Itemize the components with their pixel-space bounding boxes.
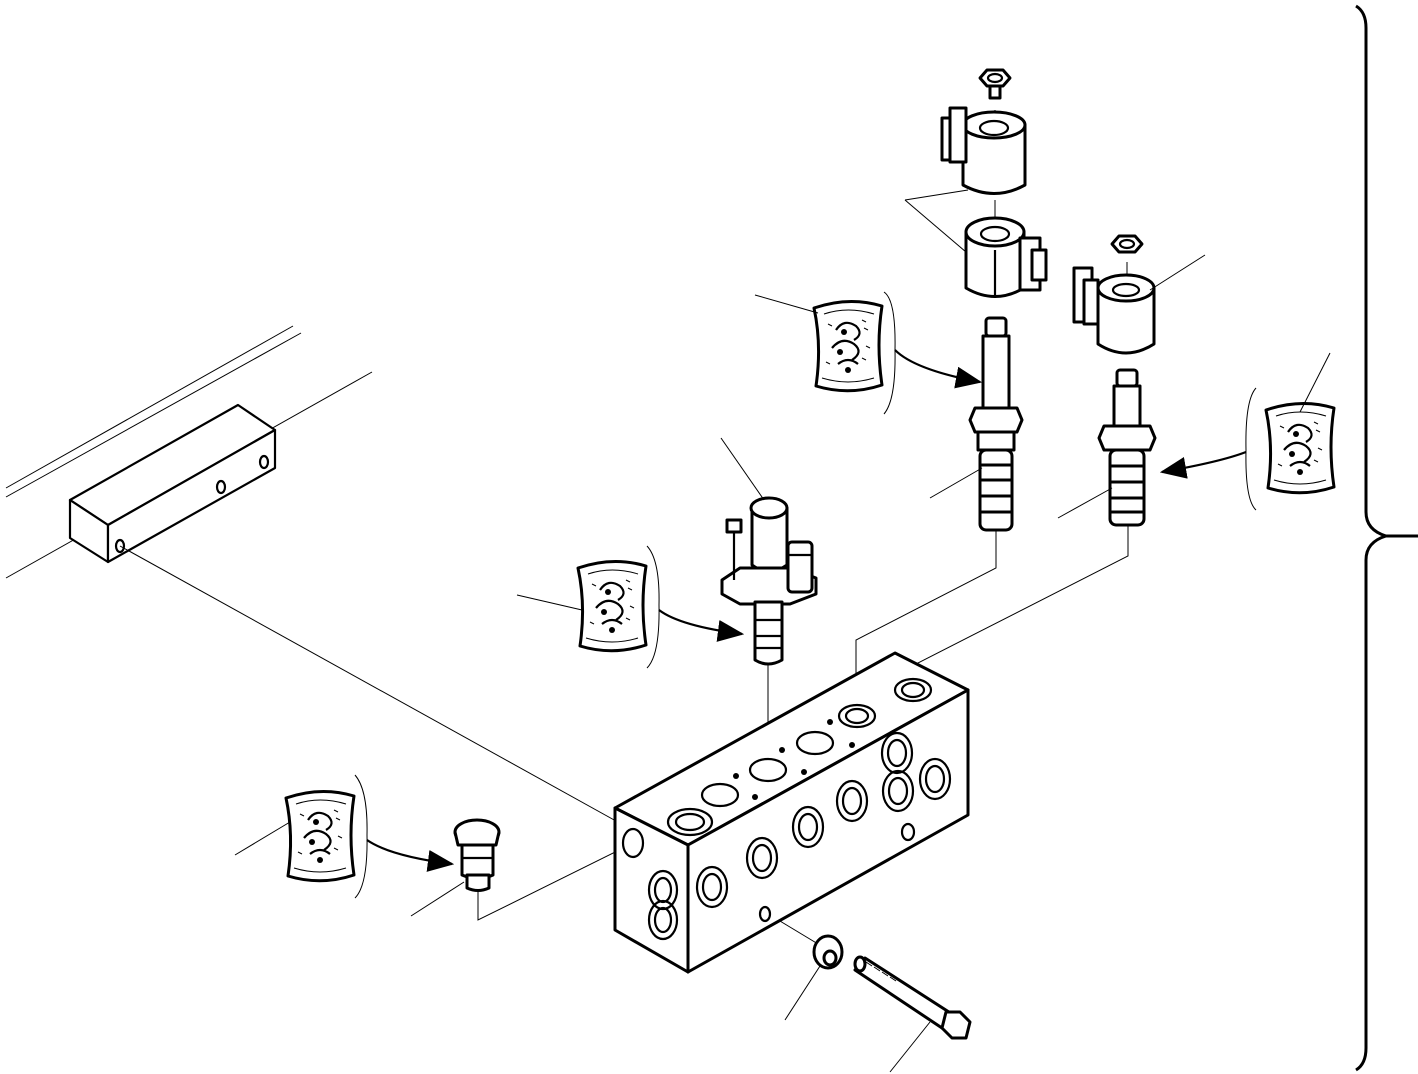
bolt — [853, 955, 972, 1040]
right-solenoid-coil — [1072, 234, 1206, 355]
twin-solenoid-coils — [904, 68, 1048, 298]
sealant-tube-center — [516, 545, 745, 669]
sealant-tube-right — [1159, 352, 1336, 511]
right-cartridge-valve — [1097, 368, 1157, 527]
side-ports — [621, 827, 679, 941]
center-solenoid-valve — [720, 437, 818, 666]
callout-leaders — [410, 467, 1113, 1073]
relief-plug — [453, 818, 501, 892]
front-ports — [695, 731, 952, 923]
top-ports — [666, 677, 933, 837]
group-brace — [1355, 4, 1418, 1072]
mounting-frame — [5, 325, 373, 579]
washer — [812, 934, 844, 970]
sealant-tube-left — [234, 774, 455, 899]
tall-cartridge-valve — [968, 316, 1024, 532]
valve-block — [613, 651, 970, 974]
sealant-tube-top — [754, 291, 983, 415]
